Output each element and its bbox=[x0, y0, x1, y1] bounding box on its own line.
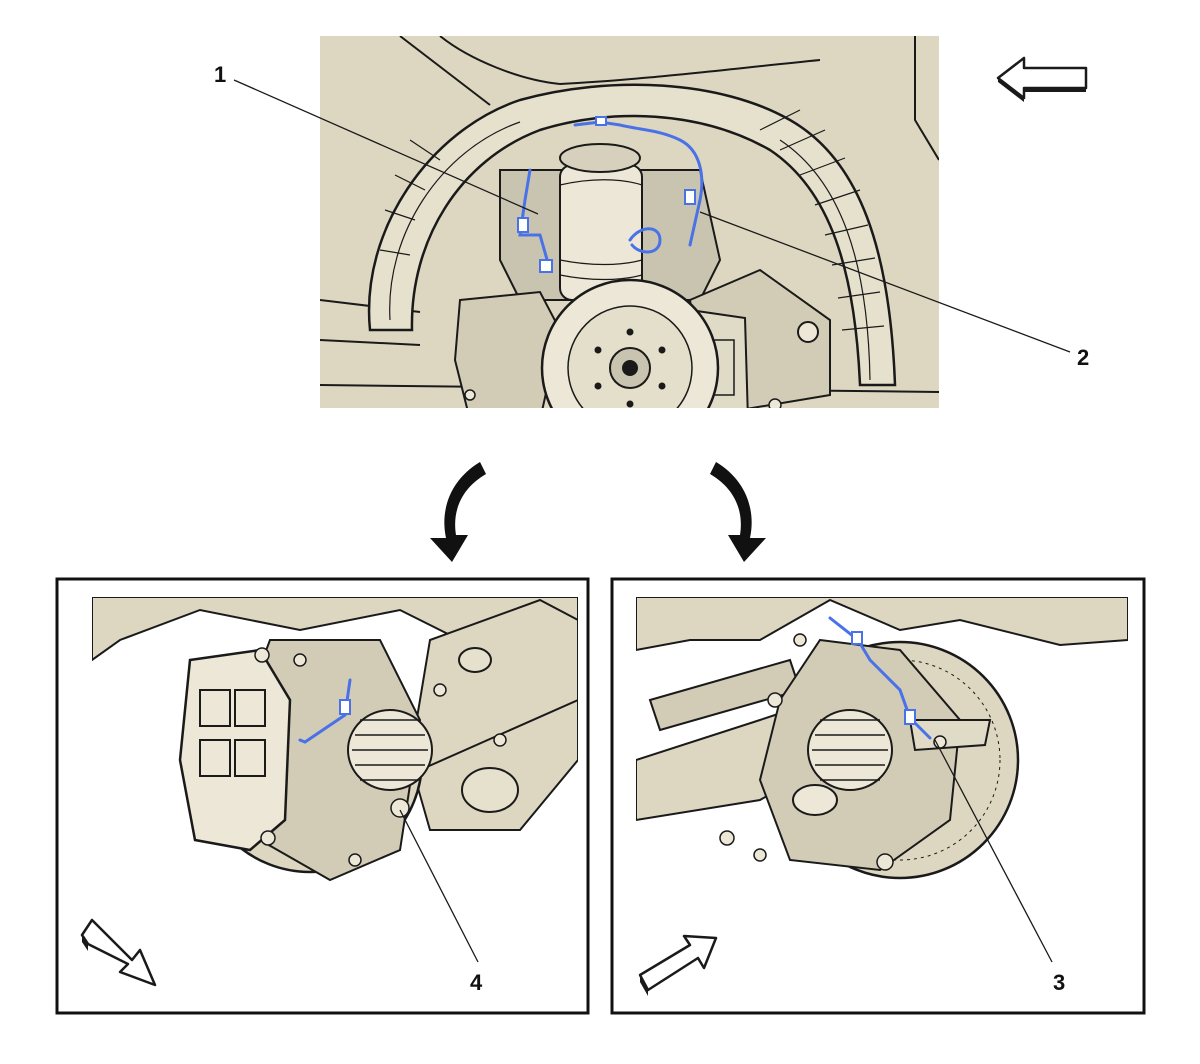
left-knuckle-detail-view: 4 bbox=[55, 577, 590, 1015]
top-wiring-harness bbox=[518, 120, 704, 272]
top-lower-control-arm bbox=[453, 290, 562, 408]
callout-3-leader bbox=[934, 739, 1053, 963]
callout-1-label: 1 bbox=[214, 62, 226, 87]
curved-arrow-icon bbox=[430, 462, 486, 562]
left-arrow-icon bbox=[996, 56, 1088, 102]
callout-3-label: 3 bbox=[1053, 970, 1065, 995]
up-right-arrow-icon bbox=[638, 934, 718, 996]
callout-4-label: 4 bbox=[470, 970, 483, 995]
callout-1-leader bbox=[233, 79, 539, 215]
callout-4-leader bbox=[399, 809, 479, 963]
underbody-panel-right bbox=[636, 597, 1128, 652]
cv-boot-right bbox=[807, 709, 893, 791]
callout-2-leader bbox=[699, 211, 1071, 353]
wiring-harness-left bbox=[298, 678, 352, 744]
callout-2-label: 2 bbox=[1077, 345, 1089, 370]
wheel-well-arch bbox=[367, 83, 897, 387]
down-right-arrow-icon bbox=[80, 918, 157, 987]
cv-boot-left bbox=[347, 709, 433, 791]
curved-arrow-icon bbox=[710, 462, 766, 562]
top-wheel-well-view: 1 2 bbox=[214, 36, 1089, 408]
underbody-panel-left bbox=[92, 597, 578, 662]
right-knuckle-detail-view: 3 bbox=[610, 577, 1146, 1015]
fender-liner-ribs bbox=[379, 109, 885, 331]
